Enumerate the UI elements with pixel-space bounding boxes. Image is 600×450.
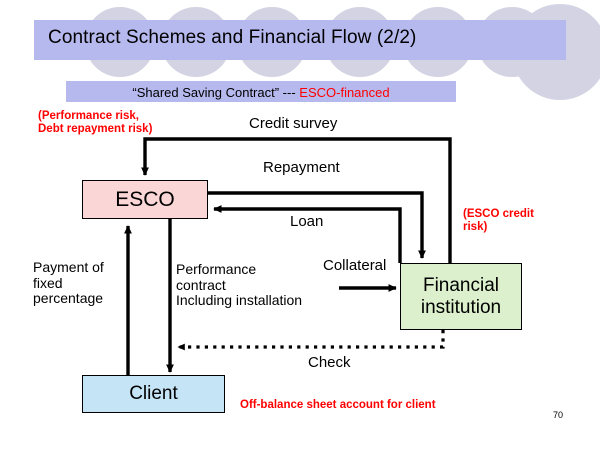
node-financial-institution-line1: Financial [422, 274, 500, 296]
label-collateral: Collateral [323, 257, 387, 274]
annotation-esco-credit-risk: (ESCO credit risk) [463, 208, 534, 234]
node-client[interactable]: Client [82, 375, 225, 413]
label-payment-fixed-percentage: Payment of fixed percentage [33, 259, 104, 307]
node-financial-institution-line2: institution [420, 296, 502, 318]
label-credit-survey: Credit survey [249, 115, 338, 132]
node-financial-institution[interactable]: Financial institution [400, 263, 522, 330]
node-esco[interactable]: ESCO [82, 180, 208, 219]
subtitle-quoted: “Shared Saving Contract” --- [132, 85, 300, 100]
label-repayment: Repayment [263, 159, 340, 176]
title-banner [34, 20, 566, 60]
subtitle: “Shared Saving Contract” --- ESCO-financ… [66, 82, 456, 103]
label-check: Check [308, 354, 351, 371]
label-performance-contract: Performance contract Including installat… [176, 261, 303, 309]
page-number: 70 [553, 410, 564, 420]
subtitle-highlight: ESCO-financed [299, 85, 390, 100]
label-loan: Loan [290, 213, 324, 230]
annotation-off-balance-sheet: Off-balance sheet account for client [240, 399, 436, 411]
page-title: Contract Schemes and Financial Flow (2/2… [48, 27, 417, 48]
annotation-performance-risk: (Performance risk, Debt repayment risk) [38, 110, 153, 136]
subtitle-banner [66, 81, 456, 102]
edge-check [177, 330, 445, 351]
